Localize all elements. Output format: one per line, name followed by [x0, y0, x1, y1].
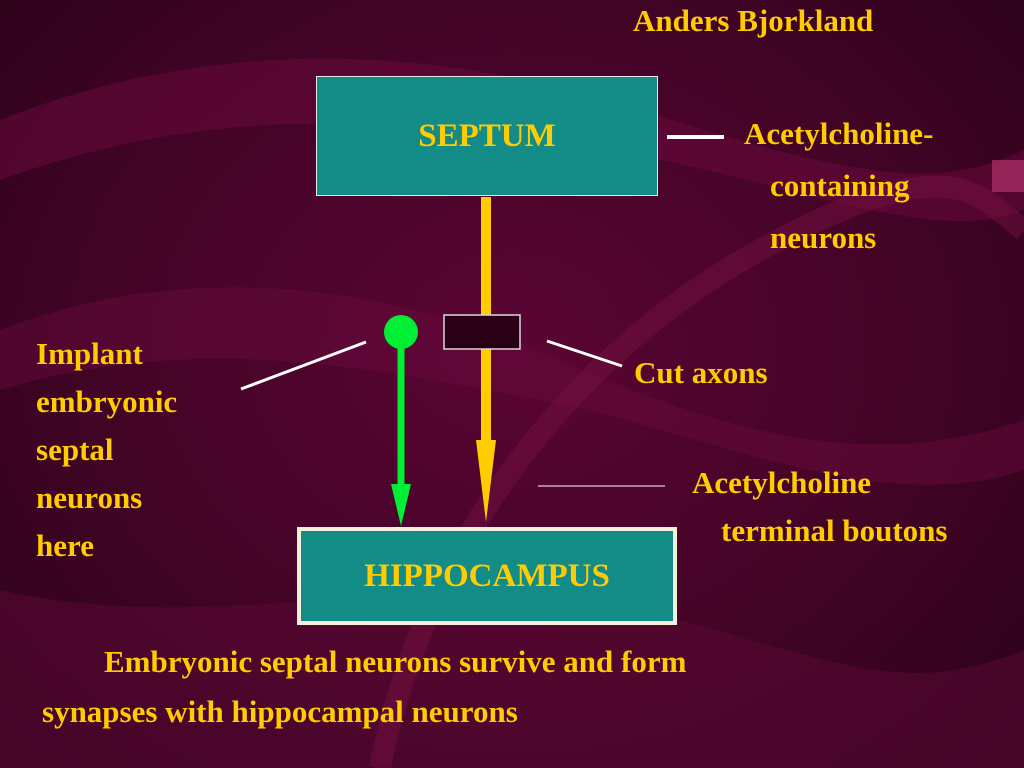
pointer-implant — [240, 340, 367, 391]
acetylcholine-neurons-line2: containing — [770, 168, 910, 203]
hippocampus-box: HIPPOCAMPUS — [297, 527, 677, 625]
implant-line2: embryonic — [36, 384, 178, 419]
implant-neuron-body — [384, 315, 418, 349]
cut-block — [443, 314, 521, 350]
author-label: Anders Bjorkland — [633, 3, 874, 38]
implant-line4: neurons — [36, 480, 143, 515]
acetylcholine-neurons-line1: Acetylcholine- — [744, 116, 934, 151]
implant-line1: Implant — [36, 336, 143, 371]
acetylcholine-neurons-line3: neurons — [770, 220, 877, 255]
caption-line2: synapses with hippocampal neurons — [42, 694, 518, 729]
implant-arrowhead — [391, 484, 411, 526]
implant-line3: septal — [36, 432, 114, 467]
hippocampus-label: HIPPOCAMPUS — [364, 557, 610, 594]
septum-box: SEPTUM — [316, 76, 658, 196]
implant-line5: here — [36, 528, 94, 563]
cut-axons-label: Cut axons — [634, 355, 768, 390]
terminal-boutons-line2: terminal boutons — [721, 513, 948, 548]
caption-line1: Embryonic septal neurons survive and for… — [104, 644, 687, 679]
pointer-cut-axons — [546, 339, 623, 368]
terminal-boutons-line1: Acetylcholine — [692, 465, 872, 500]
axon-arrowhead — [476, 440, 496, 522]
septum-label: SEPTUM — [418, 117, 556, 154]
